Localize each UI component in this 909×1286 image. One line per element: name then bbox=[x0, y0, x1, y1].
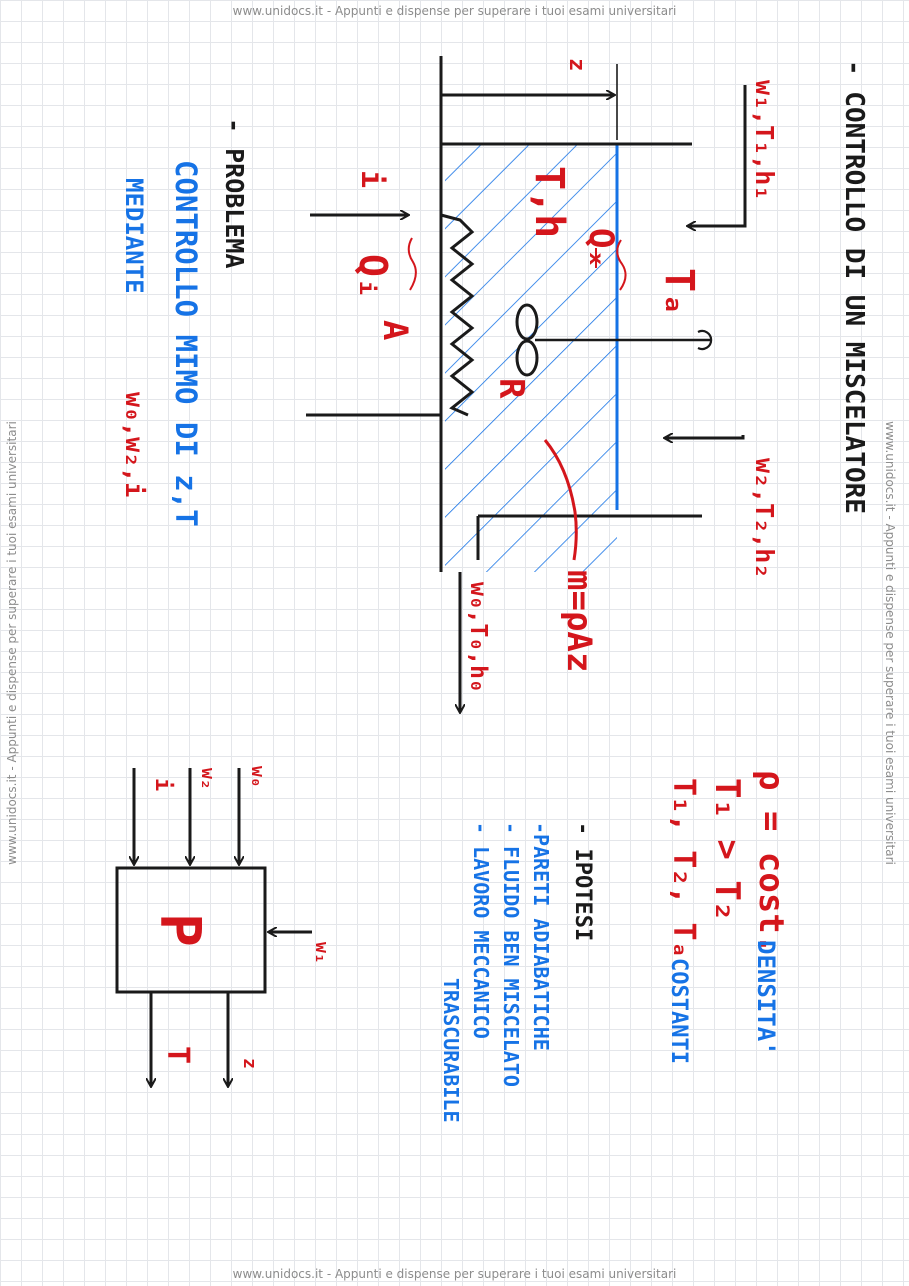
inlet2-label: w₂,T₂,h₂ bbox=[750, 458, 779, 578]
hypothesis-item-3: - LAVORO MECCANICO bbox=[469, 822, 493, 1039]
problem-line2-prefix: MEDIANTE bbox=[120, 178, 148, 294]
input-w0-label: w₀ bbox=[247, 766, 268, 788]
mass-pointer bbox=[543, 439, 578, 561]
area-label: A bbox=[375, 320, 415, 340]
liquid-hatching bbox=[445, 144, 617, 572]
output-T-label: T bbox=[160, 1046, 195, 1064]
heater-heat-label: Qᵢ bbox=[351, 254, 395, 300]
hypotheses-heading: - IPOTESI bbox=[570, 822, 595, 941]
watermark-bottom: www.unidocs.it - Appunti e dispense per … bbox=[232, 1267, 677, 1281]
inlet2-arrow bbox=[665, 435, 745, 438]
hypothesis-density-label: DENSITA' bbox=[752, 940, 780, 1056]
inside-state-label: T,h bbox=[526, 166, 572, 238]
process-block bbox=[115, 866, 267, 994]
input-w1-label: w₁ bbox=[311, 942, 332, 964]
stirrer-motor-icon bbox=[697, 329, 713, 351]
hypothesis-item-2: - FLUIDO BEN MISCELATO bbox=[499, 822, 523, 1087]
output-z-label: z bbox=[239, 1058, 260, 1069]
hypothesis-temps-const-label: COSTANTI bbox=[666, 958, 691, 1064]
process-block-diagram: P w₀ w₂ i w₁ z T bbox=[115, 766, 332, 1086]
stirrer-blade-bottom bbox=[515, 339, 539, 377]
outlet-label: w₀,T₀,h₀ bbox=[465, 582, 491, 693]
problem-line1: CONTROLLO MIMO DI z,T bbox=[169, 160, 203, 527]
problem-heading: - PROBLEMA bbox=[220, 118, 249, 269]
page-title: - CONTROLLO DI UN MISCELATORE bbox=[839, 60, 869, 514]
level-label: z bbox=[564, 58, 589, 71]
problem-line2-vars: w₀,w₂,i bbox=[120, 392, 149, 497]
hypotheses-section: ρ = cost. DENSITA' T₁ > T₂ T₁, T₂, Tₐ CO… bbox=[439, 770, 791, 1123]
ambient-temp-label: Tₐ bbox=[656, 268, 702, 316]
watermark-top: www.unidocs.it - Appunti e dispense per … bbox=[232, 4, 677, 18]
resistor-label: R bbox=[491, 378, 531, 399]
hypothesis-item-4: TRASCURABILE bbox=[439, 978, 463, 1123]
current-label: i bbox=[354, 170, 389, 188]
hypothesis-temp-order: T₁ > T₂ bbox=[707, 778, 747, 921]
inlet1-arrow bbox=[688, 85, 747, 226]
hypothesis-temps-const: T₁, T₂, Tₐ bbox=[666, 778, 701, 959]
input-w2-label: w₂ bbox=[197, 768, 218, 790]
process-label: P bbox=[147, 913, 212, 947]
mixer-tank-diagram: w₁,T₁,h₁ w₂,T₂,h₂ w₀,T₀,h₀ z T,h Qₓ Tₐ i… bbox=[306, 56, 779, 712]
hypothesis-item-1: -PARETI ADIABATICHE bbox=[529, 822, 553, 1051]
inlet1-label: w₁,T₁,h₁ bbox=[750, 80, 779, 200]
heat-loss-wave bbox=[616, 239, 627, 291]
mass-label: m=ρAz bbox=[559, 570, 599, 672]
heat-loss-label: Qₓ bbox=[581, 228, 621, 269]
heater-heat-wave bbox=[407, 237, 417, 291]
hypothesis-density: ρ = cost. bbox=[751, 770, 791, 954]
stirrer-blade-top bbox=[515, 303, 539, 341]
heater-resistor bbox=[440, 213, 475, 417]
problem-section: - PROBLEMA CONTROLLO MIMO DI z,T MEDIANT… bbox=[120, 118, 249, 527]
input-i-label: i bbox=[150, 778, 175, 791]
